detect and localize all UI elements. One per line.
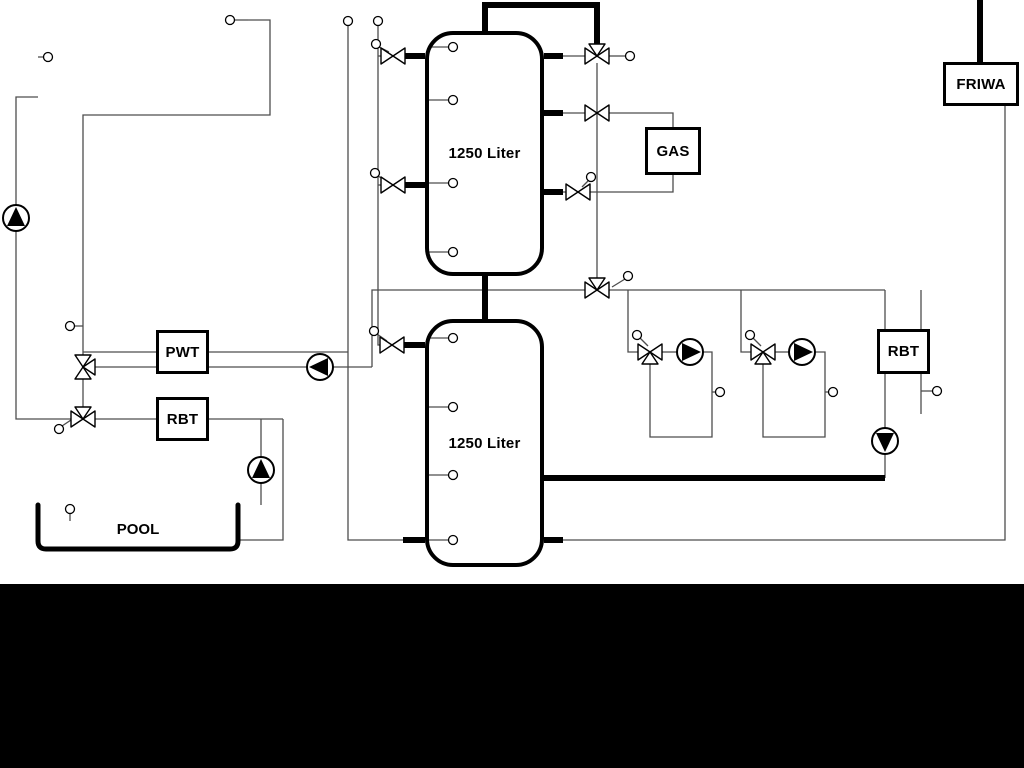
valve-icon xyxy=(380,176,406,194)
gas-boiler-box: GAS xyxy=(645,127,701,175)
sensor-icon xyxy=(368,325,380,337)
three-way-valve-icon xyxy=(584,277,610,299)
valve-icon xyxy=(584,104,610,122)
pump-icon xyxy=(788,338,816,366)
pool-label: POOL xyxy=(116,521,160,538)
three-way-valve-icon xyxy=(74,354,96,380)
sensor-icon xyxy=(631,329,643,341)
sensor-icon xyxy=(372,15,384,27)
sensor-icon xyxy=(370,38,382,50)
sensor-icon xyxy=(53,423,65,435)
sensor-icon xyxy=(64,320,76,332)
sensor-icon xyxy=(585,171,597,183)
valve-icon xyxy=(379,336,405,354)
pool-basin xyxy=(35,502,241,552)
piping-diagram xyxy=(2,0,1006,552)
sensor-icon xyxy=(224,14,236,26)
three-way-valve-icon xyxy=(750,343,776,365)
rbt-right-box: RBT xyxy=(877,329,930,374)
thick-pipes xyxy=(403,0,983,543)
pwt-heat-exchanger-box: PWT xyxy=(156,330,209,374)
buffer-tank-bottom: 1250 Liter xyxy=(425,319,544,567)
pump-icon xyxy=(306,353,334,381)
sensor-icon xyxy=(622,270,634,282)
pump-icon xyxy=(871,427,899,455)
sensor-icon xyxy=(42,51,54,63)
three-way-valve-icon xyxy=(70,406,96,428)
three-way-valve-icon xyxy=(637,343,663,365)
footer-bar xyxy=(0,584,1024,768)
buffer-tank-top: 1250 Liter xyxy=(425,31,544,276)
sensor-icon xyxy=(447,401,459,413)
valve-icon xyxy=(380,47,406,65)
sensor-icon xyxy=(64,503,76,515)
rbt-left-label: RBT xyxy=(166,410,199,428)
friwa-station-box: FRIWA xyxy=(943,62,1019,106)
sensor-icon xyxy=(827,386,839,398)
sensor-icon xyxy=(624,50,636,62)
sensor-icons xyxy=(42,14,943,546)
sensor-icon xyxy=(714,386,726,398)
pwt-label: PWT xyxy=(165,343,200,361)
sensor-icon xyxy=(447,177,459,189)
sensor-icon xyxy=(342,15,354,27)
buffer-tank-top-label: 1250 Liter xyxy=(448,145,521,162)
sensor-icon xyxy=(369,167,381,179)
pump-icon xyxy=(2,204,30,232)
sensor-icon xyxy=(447,94,459,106)
sensor-icon xyxy=(744,329,756,341)
pump-icon xyxy=(247,456,275,484)
friwa-label: FRIWA xyxy=(956,75,1006,93)
rbt-right-label: RBT xyxy=(887,343,920,360)
gas-label: GAS xyxy=(656,142,690,160)
sensor-icon xyxy=(447,469,459,481)
three-way-valve-icon xyxy=(584,43,610,65)
rbt-left-box: RBT xyxy=(156,397,209,441)
buffer-tank-bottom-label: 1250 Liter xyxy=(448,434,521,452)
pump-icon xyxy=(676,338,704,366)
valve-icon xyxy=(565,183,591,201)
sensor-icon xyxy=(931,385,943,397)
